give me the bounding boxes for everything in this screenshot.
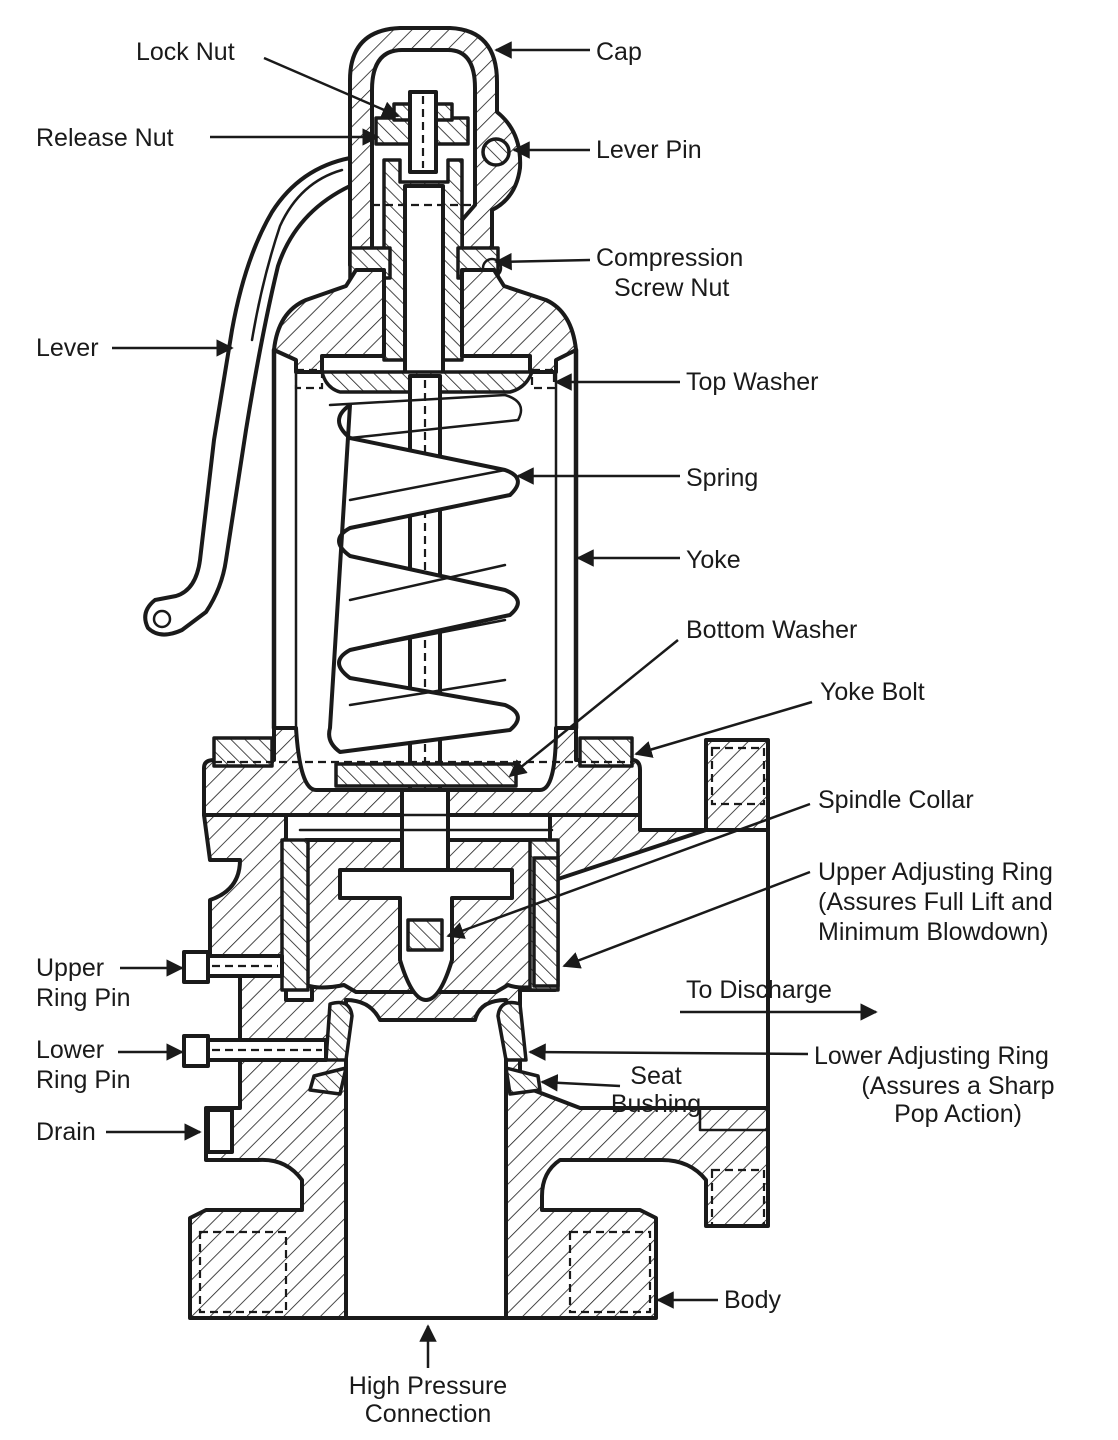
label-upper-adjusting-ring-line2: (Assures Full Lift and xyxy=(818,888,1053,916)
label-compression-screw-nut-line2: Screw Nut xyxy=(614,274,729,302)
label-upper-ring-pin-line1: Upper xyxy=(36,954,104,982)
label-lower-adjusting-ring-line3: Pop Action) xyxy=(894,1100,1022,1128)
inlet-bore-shape xyxy=(344,998,508,1320)
label-upper-adjusting-ring-line1: Upper Adjusting Ring xyxy=(818,858,1053,886)
label-lower-ring-pin-line2: Ring Pin xyxy=(36,1066,131,1094)
lever-shape xyxy=(143,156,352,637)
seat-bushing-shape xyxy=(504,1066,542,1096)
label-release-nut: Release Nut xyxy=(36,124,174,152)
label-seat-bushing-line1: Seat xyxy=(630,1062,681,1090)
label-upper-adjusting-ring-line3: Minimum Blowdown) xyxy=(818,918,1049,946)
bottom-washer-shape xyxy=(334,762,518,788)
label-compression-screw-nut-line1: Compression xyxy=(596,244,743,272)
labels: Lock Nut Cap Release Nut Lever Pin Compr… xyxy=(36,38,1055,1428)
label-upper-ring-pin-line2: Ring Pin xyxy=(36,984,131,1012)
label-bottom-washer: Bottom Washer xyxy=(686,616,857,644)
leader-lines xyxy=(106,41,878,1368)
label-lower-adjusting-ring-line1: Lower Adjusting Ring xyxy=(814,1042,1049,1070)
label-lower-ring-pin-line1: Lower xyxy=(36,1036,104,1064)
label-high-pressure-connection-line2: Connection xyxy=(365,1400,491,1428)
label-lever-pin: Lever Pin xyxy=(596,136,702,164)
label-drain: Drain xyxy=(36,1118,96,1146)
label-to-discharge: To Discharge xyxy=(686,976,832,1004)
label-top-washer: Top Washer xyxy=(686,368,818,396)
label-cap: Cap xyxy=(596,38,642,66)
label-high-pressure-connection-line1: High Pressure xyxy=(349,1372,507,1400)
label-spindle-collar: Spindle Collar xyxy=(818,786,974,814)
label-yoke-bolt: Yoke Bolt xyxy=(820,678,925,706)
spindle-collar-shape xyxy=(406,918,444,952)
lever-pin-shape xyxy=(481,137,511,167)
lower-ring-pin-shape xyxy=(182,1034,328,1068)
label-spring: Spring xyxy=(686,464,758,492)
spring-shape xyxy=(327,393,523,754)
label-lever: Lever xyxy=(36,334,99,362)
label-seat-bushing-line2: Bushing xyxy=(611,1090,701,1118)
upper-ring-pin-shape xyxy=(182,950,284,984)
upper-adjusting-ring-shape xyxy=(532,856,560,988)
yoke-shape xyxy=(271,347,579,731)
drain-shape xyxy=(206,1108,234,1154)
label-lock-nut: Lock Nut xyxy=(136,38,235,66)
cap-shape xyxy=(348,26,523,267)
label-yoke: Yoke xyxy=(686,546,741,574)
valve-drawing xyxy=(143,26,770,1320)
label-body: Body xyxy=(724,1286,781,1314)
lower-adjusting-ring-shape xyxy=(324,1000,354,1062)
label-lower-adjusting-ring-line2: (Assures a Sharp xyxy=(861,1072,1054,1100)
yoke-top-shape xyxy=(272,268,386,374)
